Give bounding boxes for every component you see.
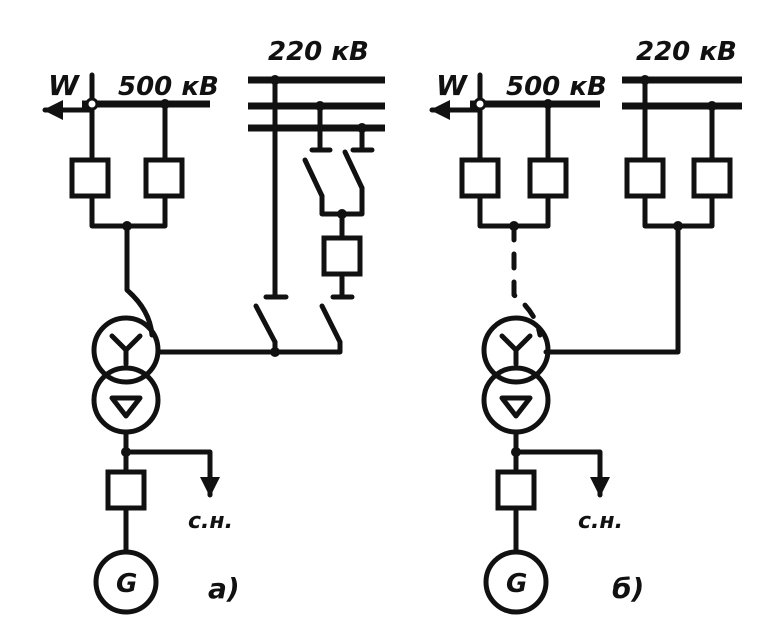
feeder-w-label-a: W — [48, 69, 80, 102]
bus-tap-b — [473, 97, 487, 111]
junction-dot — [270, 75, 280, 85]
generator-breaker-a — [105, 469, 147, 511]
breaker-a3 — [321, 235, 363, 277]
generator-label-b: G — [506, 569, 527, 599]
aux-label-a: с.н. — [188, 509, 233, 534]
bus-tap-a — [85, 97, 99, 111]
junction-dot — [160, 99, 170, 109]
generator-breaker-b — [495, 469, 537, 511]
scheme-b: W 500 кВ 220 кВ с.н. G б) — [429, 37, 742, 615]
breaker-a1 — [69, 157, 111, 199]
breaker-b2 — [527, 157, 569, 199]
bus-500-label-b: 500 кВ — [506, 72, 607, 102]
junction-dot — [357, 123, 367, 133]
delta-symbol-a — [109, 395, 143, 419]
generator-b — [483, 549, 549, 615]
star-symbol-a — [109, 333, 143, 367]
aux-label-b: с.н. — [578, 509, 623, 534]
disconnector-blade-a — [302, 157, 325, 199]
delta-symbol-b — [499, 395, 533, 419]
aux-arrow-b — [513, 449, 610, 498]
transformer-winding-star-b — [481, 315, 551, 385]
junction-dot — [270, 347, 280, 357]
generator-a — [93, 549, 159, 615]
breaker-b3 — [624, 157, 666, 199]
feeder-w-label-b: W — [436, 69, 468, 102]
disconnector-blade-a — [319, 303, 343, 345]
mv-lead-a — [155, 339, 343, 355]
transformer-winding-star-a — [91, 315, 161, 385]
caption-a: а) — [208, 572, 240, 605]
generator-label-a: G — [116, 569, 137, 599]
junction-dot — [543, 99, 553, 109]
aux-arrow-a — [123, 449, 220, 498]
disconnector-blade-a — [342, 149, 365, 191]
junction-dot — [707, 101, 717, 111]
scheme-a: W 500 кВ 220 кВ с.н. G а) — [42, 37, 385, 615]
bus-500-label-a: 500 кВ — [118, 72, 219, 102]
mv-lead-b — [543, 223, 681, 355]
bus-220-label-a: 220 кВ — [268, 37, 369, 67]
disconnector-blade-a — [253, 303, 278, 345]
breaker-b1 — [459, 157, 501, 199]
breaker-b4 — [691, 157, 733, 199]
caption-b: б) — [612, 572, 644, 605]
junction-dot — [640, 75, 650, 85]
star-symbol-b — [499, 333, 533, 367]
breaker-a2 — [143, 157, 185, 199]
bus-220-label-b: 220 кВ — [636, 37, 737, 67]
junction-dot — [315, 101, 325, 111]
